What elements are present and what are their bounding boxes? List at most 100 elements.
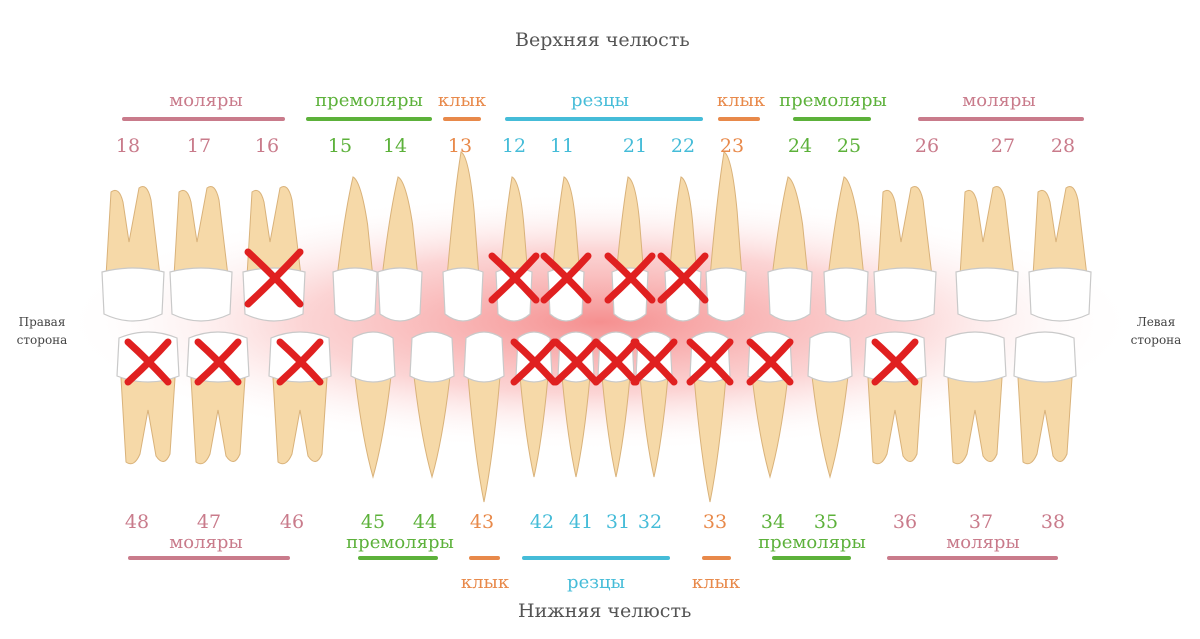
tooth-number-43: 43 bbox=[469, 511, 495, 533]
lower-category-line-molar_l bbox=[887, 556, 1058, 560]
tooth-35 bbox=[807, 331, 853, 479]
extracted-mark-36 bbox=[871, 338, 919, 386]
lower-category-label-canine_r: клык bbox=[460, 572, 510, 593]
tooth-number-38: 38 bbox=[1040, 511, 1066, 533]
tooth-24 bbox=[767, 176, 813, 322]
upper-category-label-molar_l: моляры bbox=[962, 90, 1036, 111]
upper-category-label-canine_l: клык bbox=[716, 90, 766, 111]
tooth-number-15: 15 bbox=[327, 135, 353, 157]
lower-category-label-molar_r: моляры bbox=[169, 532, 243, 553]
extraction-marks bbox=[124, 248, 919, 386]
tooth-47 bbox=[186, 331, 250, 465]
tooth-number-18: 18 bbox=[115, 135, 141, 157]
extracted-mark-48 bbox=[124, 338, 172, 386]
tooth-number-47: 47 bbox=[196, 511, 222, 533]
left-side-label: Левая сторона bbox=[1130, 315, 1182, 347]
lower-category-line-premolar_r bbox=[358, 556, 438, 560]
lower-category-label-premolar_l: премоляры bbox=[758, 532, 866, 553]
tooth-number-44: 44 bbox=[412, 511, 438, 533]
lower-jaw-title: Нижняя челюсть bbox=[518, 600, 692, 622]
tooth-number-27: 27 bbox=[990, 135, 1016, 157]
tooth-number-35: 35 bbox=[813, 511, 839, 533]
right-side-label: Правая сторона bbox=[16, 315, 68, 347]
tooth-number-12: 12 bbox=[501, 135, 527, 157]
tooth-number-41: 41 bbox=[568, 511, 594, 533]
tooth-number-16: 16 bbox=[254, 135, 280, 157]
tooth-46 bbox=[268, 331, 332, 465]
upper-category-line-canine_r bbox=[443, 117, 481, 121]
upper-category-label-molar_r: моляры bbox=[169, 90, 243, 111]
tooth-number-34: 34 bbox=[760, 511, 786, 533]
tooth-number-46: 46 bbox=[279, 511, 305, 533]
lower-category-line-molar_r bbox=[128, 556, 290, 560]
upper-category-label-canine_r: клык bbox=[437, 90, 487, 111]
tooth-37 bbox=[943, 331, 1007, 465]
tooth-number-13: 13 bbox=[447, 135, 473, 157]
tooth-number-37: 37 bbox=[968, 511, 994, 533]
tooth-number-21: 21 bbox=[622, 135, 648, 157]
tooth-number-48: 48 bbox=[124, 511, 150, 533]
tooth-number-22: 22 bbox=[670, 135, 696, 157]
extracted-mark-41 bbox=[552, 338, 600, 386]
extracted-mark-47 bbox=[194, 338, 242, 386]
tooth-27 bbox=[955, 186, 1019, 322]
tooth-number-25: 25 bbox=[836, 135, 862, 157]
tooth-number-31: 31 bbox=[605, 511, 631, 533]
extracted-mark-12 bbox=[488, 252, 540, 304]
extracted-mark-21 bbox=[604, 252, 656, 304]
tooth-number-32: 32 bbox=[637, 511, 663, 533]
lower-category-line-canine_r bbox=[469, 556, 500, 560]
tooth-44 bbox=[409, 331, 455, 479]
lower-category-line-incisors bbox=[522, 556, 670, 560]
upper-category-line-molar_r bbox=[122, 117, 285, 121]
upper-jaw-title: Верхняя челюсть bbox=[515, 29, 690, 51]
tooth-15 bbox=[332, 176, 378, 322]
lower-category-label-premolar_r: премоляры bbox=[346, 532, 454, 553]
tooth-38 bbox=[1013, 331, 1077, 465]
tooth-number-42: 42 bbox=[529, 511, 555, 533]
tooth-number-26: 26 bbox=[914, 135, 940, 157]
tooth-23 bbox=[705, 151, 747, 322]
upper-category-line-premolar_l bbox=[793, 117, 871, 121]
lower-category-label-incisors: резцы bbox=[567, 572, 625, 593]
tooth-number-24: 24 bbox=[787, 135, 813, 157]
upper-category-line-molar_l bbox=[918, 117, 1084, 121]
extracted-mark-42 bbox=[510, 338, 558, 386]
tooth-43 bbox=[463, 331, 505, 503]
tooth-number-17: 17 bbox=[186, 135, 212, 157]
extracted-mark-32 bbox=[630, 338, 678, 386]
lower-category-label-canine_l: клык bbox=[691, 572, 741, 593]
tooth-28 bbox=[1028, 186, 1092, 322]
tooth-number-28: 28 bbox=[1050, 135, 1076, 157]
lower-category-line-canine_l bbox=[702, 556, 731, 560]
upper-category-line-canine_l bbox=[718, 117, 760, 121]
upper-category-label-premolar_l: премоляры bbox=[779, 90, 887, 111]
upper-category-line-incisors bbox=[505, 117, 703, 121]
tooth-18 bbox=[101, 186, 165, 322]
tooth-number-23: 23 bbox=[719, 135, 745, 157]
tooth-number-45: 45 bbox=[360, 511, 386, 533]
upper-category-line-premolar_r bbox=[306, 117, 432, 121]
tooth-25 bbox=[823, 176, 869, 322]
extracted-mark-33 bbox=[686, 338, 734, 386]
tooth-17 bbox=[169, 186, 233, 322]
tooth-number-36: 36 bbox=[892, 511, 918, 533]
tooth-14 bbox=[377, 176, 423, 322]
upper-category-label-incisors: резцы bbox=[571, 90, 629, 111]
tooth-number-14: 14 bbox=[382, 135, 408, 157]
tooth-13 bbox=[442, 151, 484, 322]
upper-teeth-row bbox=[101, 151, 1092, 322]
tooth-45 bbox=[350, 331, 396, 479]
tooth-number-33: 33 bbox=[702, 511, 728, 533]
tooth-48 bbox=[116, 331, 180, 465]
extracted-mark-34 bbox=[746, 338, 794, 386]
extracted-mark-22 bbox=[657, 252, 709, 304]
extracted-mark-11 bbox=[540, 252, 592, 304]
extracted-mark-16 bbox=[244, 248, 304, 308]
upper-category-label-premolar_r: премоляры bbox=[315, 90, 423, 111]
lower-category-label-molar_l: моляры bbox=[946, 532, 1020, 553]
tooth-26 bbox=[873, 186, 937, 322]
lower-category-line-premolar_l bbox=[772, 556, 851, 560]
